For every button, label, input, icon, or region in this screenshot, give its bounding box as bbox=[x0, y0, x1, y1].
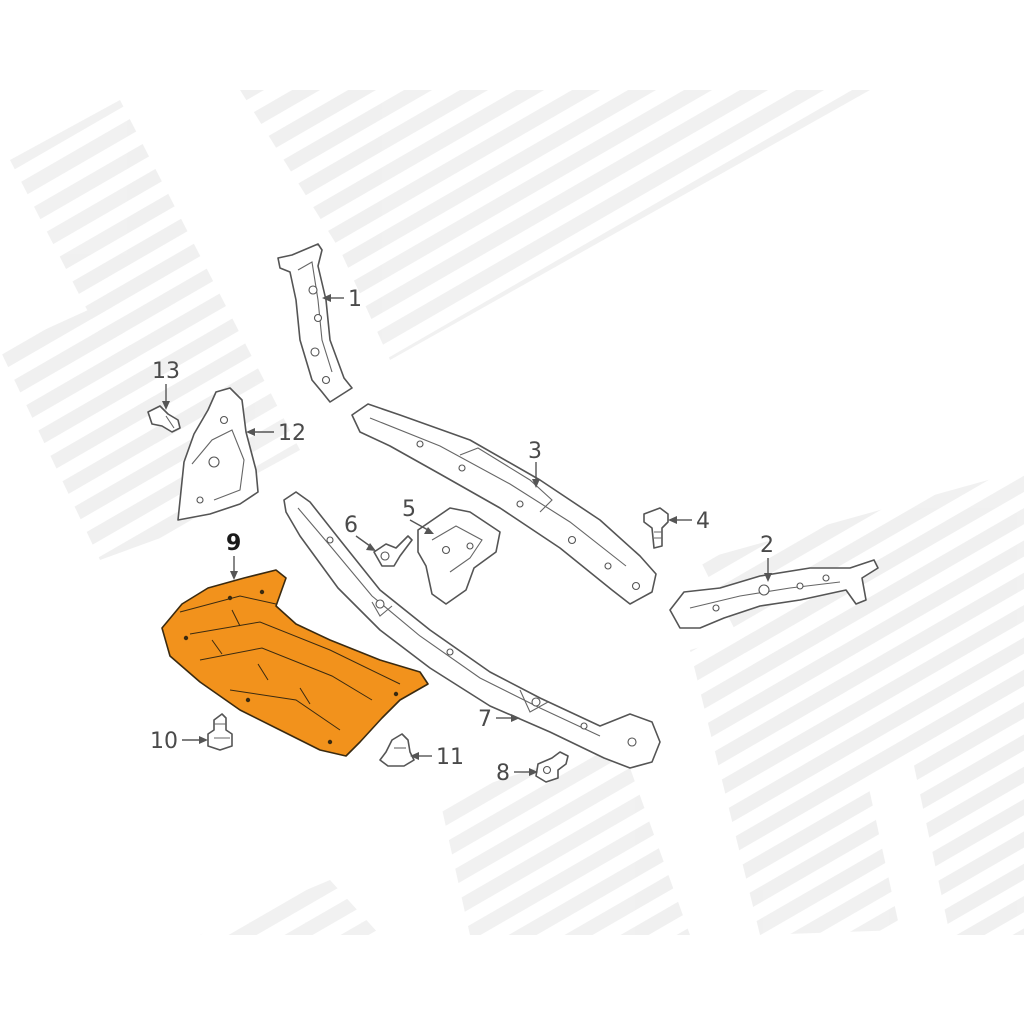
part-4-bolt[interactable] bbox=[643, 507, 669, 549]
part-12-side-bracket[interactable] bbox=[177, 387, 259, 521]
part-7-lower-support[interactable] bbox=[283, 491, 661, 769]
callout-5[interactable]: 5 bbox=[402, 497, 416, 522]
callout-6[interactable]: 6 bbox=[344, 513, 358, 538]
part-3-upper-support[interactable] bbox=[351, 403, 657, 605]
leader-lines bbox=[162, 294, 772, 776]
part-11-clip[interactable] bbox=[379, 733, 415, 767]
part-8-bolt[interactable] bbox=[535, 751, 569, 783]
callout-9[interactable]: 9 bbox=[226, 531, 241, 556]
callout-10[interactable]: 10 bbox=[150, 729, 178, 754]
part-10-bolt[interactable] bbox=[207, 713, 233, 751]
callout-labels: 1 2 3 4 5 6 7 8 9 10 11 12 13 bbox=[150, 287, 774, 786]
part-1-upper-side-bracket[interactable] bbox=[277, 243, 353, 403]
callout-3[interactable]: 3 bbox=[528, 439, 542, 464]
part-13-bolt[interactable] bbox=[147, 405, 181, 433]
callout-12[interactable]: 12 bbox=[278, 421, 306, 446]
part-9-engine-undercover[interactable] bbox=[161, 569, 429, 757]
callout-2[interactable]: 2 bbox=[760, 533, 774, 558]
part-5-bracket[interactable] bbox=[417, 507, 501, 605]
callout-8[interactable]: 8 bbox=[496, 761, 510, 786]
callout-13[interactable]: 13 bbox=[152, 359, 180, 384]
part-2-side-member-bracket[interactable] bbox=[669, 559, 879, 629]
callout-7[interactable]: 7 bbox=[478, 707, 492, 732]
callout-4[interactable]: 4 bbox=[696, 509, 710, 534]
part-6-bolt[interactable] bbox=[373, 535, 413, 567]
callout-11[interactable]: 11 bbox=[436, 745, 464, 770]
callout-1[interactable]: 1 bbox=[348, 287, 362, 312]
